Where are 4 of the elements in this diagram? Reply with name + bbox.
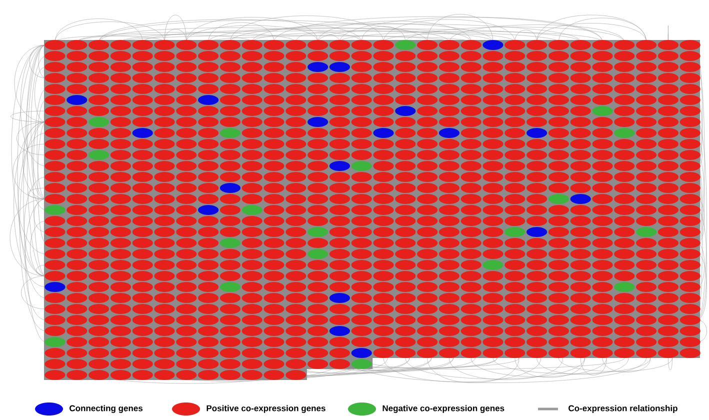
legend-label: Connecting genes [70, 405, 143, 413]
legend-label: Negative co-expression genes [382, 405, 504, 413]
legend-label: Co-expression relationship [568, 405, 678, 413]
legend-label: Positive co-expression genes [206, 405, 326, 413]
